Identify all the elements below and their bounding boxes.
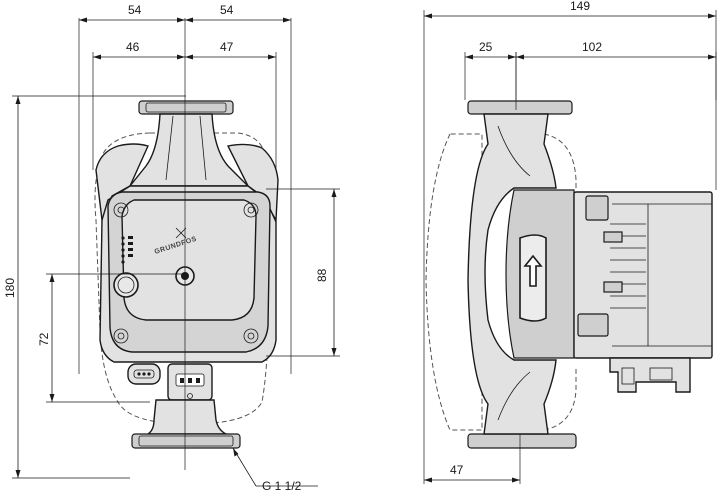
dim-side-right: 102 bbox=[582, 40, 602, 54]
dim-top-inner-left: 46 bbox=[126, 40, 140, 54]
front-dimensions: 54 54 46 47 180 72 88 G 1 1 bbox=[3, 3, 340, 493]
led-indicators bbox=[121, 236, 133, 264]
front-bottom-flange-inner bbox=[138, 435, 234, 447]
side-view bbox=[425, 52, 713, 449]
front-push-button-outer bbox=[113, 272, 139, 298]
dim-height-lower: 72 bbox=[37, 332, 51, 346]
side-control-box-top bbox=[585, 195, 609, 221]
side-top-flange bbox=[467, 100, 573, 115]
front-connector-left bbox=[127, 363, 161, 385]
side-dashed-envelope bbox=[425, 133, 483, 431]
dim-top-inner-right: 47 bbox=[220, 40, 234, 54]
front-view: GRUNDFOS bbox=[94, 18, 279, 470]
side-flow-arrow-icon bbox=[523, 254, 543, 287]
side-pump-casing bbox=[467, 113, 557, 435]
front-neck-line-left bbox=[165, 115, 174, 181]
dim-top-outer-left: 54 bbox=[128, 3, 142, 17]
side-dimensions: 149 25 102 47 bbox=[423, 0, 717, 484]
front-top-flange-inner bbox=[145, 102, 227, 113]
dim-side-left: 25 bbox=[479, 40, 493, 54]
side-dashed-right bbox=[543, 133, 577, 431]
dim-top-outer-right: 54 bbox=[220, 3, 234, 17]
front-neck-line-right bbox=[199, 115, 207, 181]
front-bottom-flange bbox=[131, 433, 241, 449]
front-control-panel bbox=[121, 199, 257, 321]
dim-thread: G 1 1/2 bbox=[262, 479, 302, 493]
front-panel-bolts bbox=[113, 202, 259, 344]
dim-height-panel: 88 bbox=[315, 268, 329, 282]
dim-bottom-width: 47 bbox=[450, 463, 464, 477]
side-bottom-flange bbox=[467, 433, 577, 449]
side-control-box-bottom bbox=[577, 313, 609, 337]
front-push-button bbox=[117, 276, 135, 294]
front-lower-casing bbox=[145, 399, 227, 435]
front-connector-right bbox=[167, 363, 213, 401]
side-cooling-fins bbox=[603, 223, 646, 309]
side-casing-inner-line bbox=[497, 125, 531, 421]
dim-height-total: 180 bbox=[3, 278, 17, 298]
dim-side-overall: 149 bbox=[570, 0, 590, 13]
